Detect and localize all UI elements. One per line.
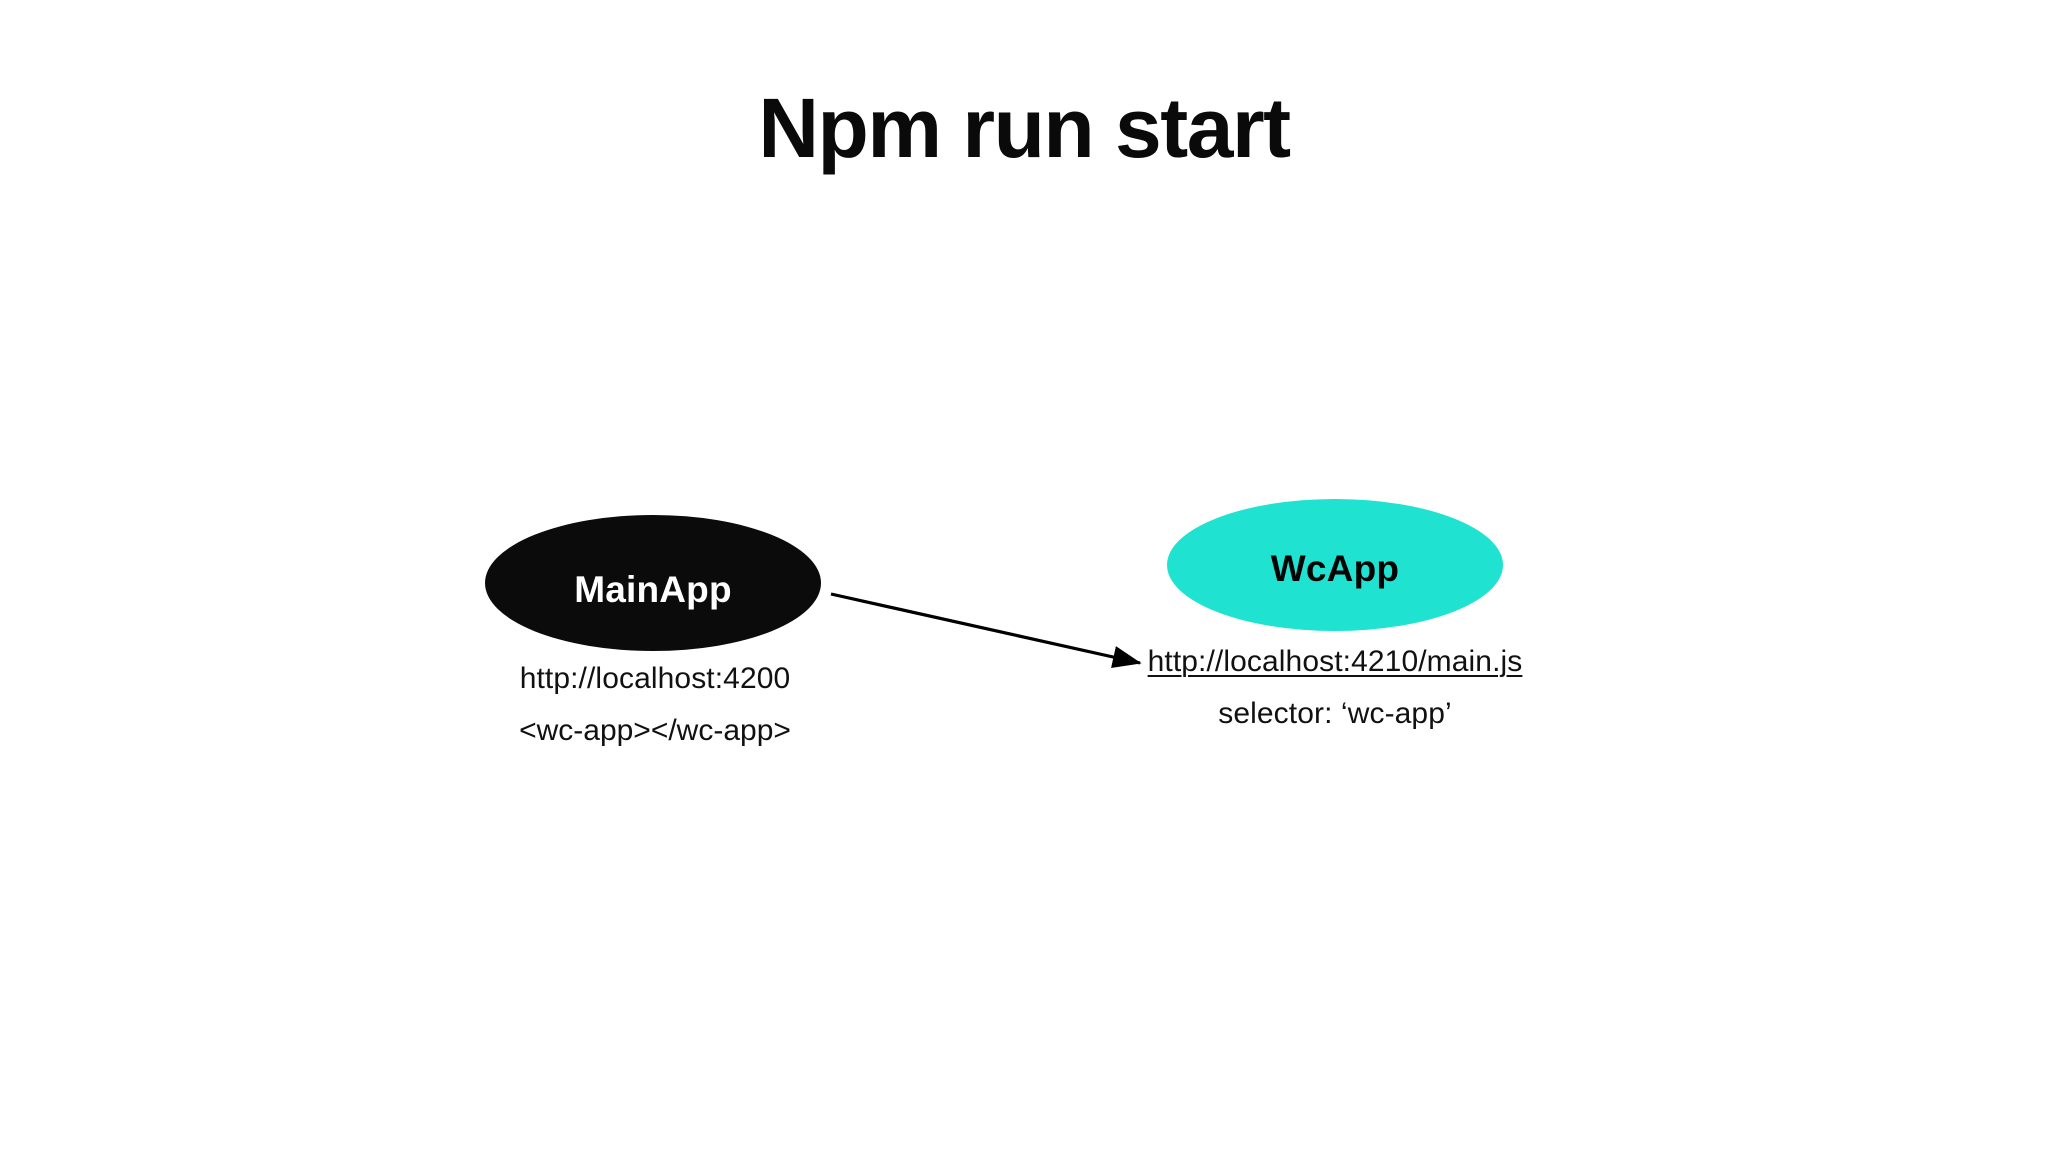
node-mainapp[interactable]: MainApp <box>485 515 821 651</box>
node-wcapp[interactable]: WcApp <box>1167 499 1503 631</box>
mainapp-custom-element-tag: <wc-app></wc-app> <box>519 714 791 747</box>
edge-mainapp-to-wcapp <box>830 592 1142 669</box>
node-mainapp-label: MainApp <box>574 569 732 610</box>
node-wcapp-label: WcApp <box>1270 548 1400 589</box>
mainapp-url-caption: http://localhost:4200 <box>519 662 791 695</box>
page-title: Npm run start <box>758 81 1291 175</box>
wcapp-selector-caption: selector: ‘wc-app’ <box>1218 697 1452 730</box>
wcapp-bundle-url-link[interactable]: http://localhost:4210/main.js <box>1147 645 1523 678</box>
